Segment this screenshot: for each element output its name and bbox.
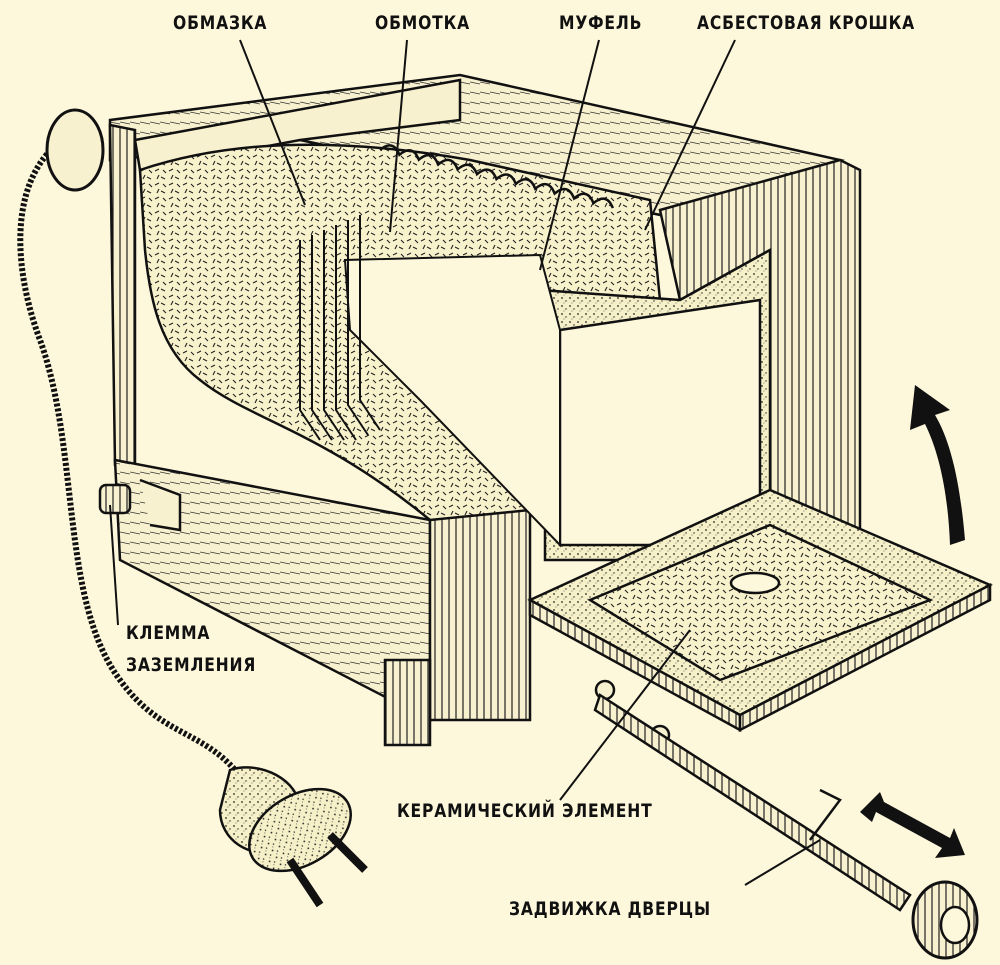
label-winding: ОБМОТКА [375, 12, 471, 34]
cord-connector [45, 108, 105, 192]
label-coating: ОБМАЗКА [173, 12, 268, 34]
label-ceramic-element: КЕРАМИЧЕСКИЙ ЭЛЕМЕНТ [397, 800, 653, 822]
label-ground-terminal-line2: ЗАЗЕМЛЕНИЯ [126, 654, 257, 676]
double-arrow-icon [860, 792, 965, 858]
furnace-body [108, 73, 862, 747]
door-latch-rod [593, 693, 979, 960]
label-ground-terminal-line1: КЛЕММА [126, 622, 211, 644]
label-door-latch: ЗАДВИЖКА ДВЕРЦЫ [509, 898, 711, 920]
winding-coils [299, 215, 381, 441]
leader-lines [109, 39, 821, 886]
label-asbestos: АСБЕСТОВАЯ КРОШКА [697, 12, 916, 34]
power-cord [17, 108, 238, 772]
power-plug [218, 766, 368, 908]
furnace-foot [383, 658, 432, 747]
furnace-door [527, 488, 993, 746]
door-peephole [729, 571, 781, 595]
ground-terminal [98, 478, 182, 532]
label-muffle: МУФЕЛЬ [559, 12, 643, 34]
heating-coil [379, 144, 615, 209]
arrow-up-icon [910, 385, 965, 545]
